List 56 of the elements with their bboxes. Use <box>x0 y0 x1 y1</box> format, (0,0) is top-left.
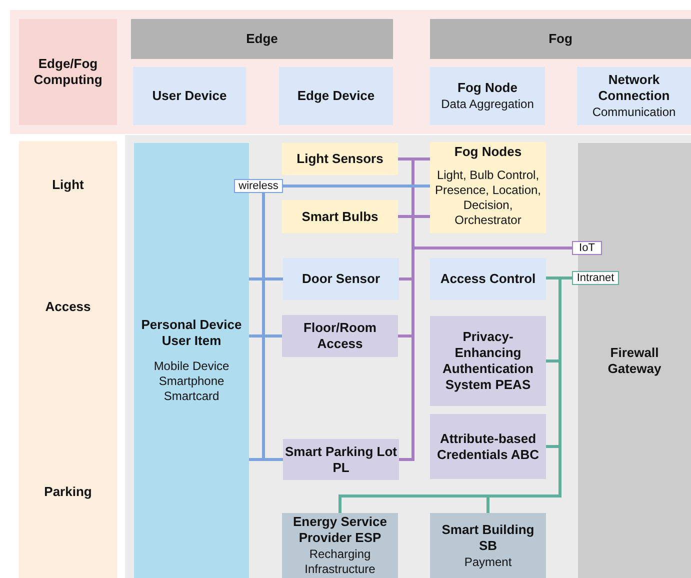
node-title: Edge <box>246 31 278 47</box>
node-title: Fog Nodes <box>453 144 523 160</box>
network-label: wireless <box>238 180 278 192</box>
device-box <box>282 143 398 175</box>
header-box <box>577 67 691 125</box>
network-label: IoT <box>579 242 595 254</box>
node-title: Smart Building SB <box>440 522 536 554</box>
connector-line <box>399 246 572 461</box>
node-title: Smart Parking Lot PL <box>284 444 398 476</box>
network-tag <box>572 241 602 255</box>
device-box <box>283 258 399 300</box>
node-title: Privacy-Enhancing Authentication System PEAS <box>442 329 534 393</box>
node-title: Energy Service Provider ESP <box>292 514 388 546</box>
gateway-column <box>578 143 691 578</box>
row-label: Access <box>44 299 92 315</box>
node-title: Edge/Fog Computing <box>32 56 104 88</box>
node-title: Personal Device User Item <box>140 317 243 349</box>
service-box <box>282 513 398 578</box>
row-label: Light <box>51 177 85 193</box>
device-box <box>282 315 398 357</box>
node-title: Access Control <box>440 271 536 287</box>
node-title: Floor/Room Access <box>302 320 378 352</box>
node-subtitle: Mobile Device Smartphone Smartcard <box>152 359 230 404</box>
node-title: Fog Node <box>458 80 518 96</box>
service-box <box>430 316 546 406</box>
node-subtitle: Payment <box>463 554 513 570</box>
node-title: Firewall Gateway <box>606 344 662 376</box>
connector-line <box>486 276 572 513</box>
device-box <box>282 200 398 233</box>
node-title: Fog <box>548 31 572 47</box>
service-box <box>430 414 546 479</box>
network-tag <box>234 179 283 193</box>
node-title: Smart Bulbs <box>302 208 378 224</box>
node-title: User Device <box>152 88 227 104</box>
node-title: Light Sensors <box>296 151 384 167</box>
header-box <box>430 67 545 125</box>
node-subtitle: Communication <box>591 105 677 120</box>
node-subtitle: Recharging Infrastructure <box>304 547 376 577</box>
fog-node-box <box>430 142 546 233</box>
row-header-band <box>19 141 117 578</box>
node-subtitle: Data Aggregation <box>441 97 534 112</box>
header-box <box>279 67 393 125</box>
network-label: Intranet <box>576 272 614 284</box>
header-box <box>133 67 246 125</box>
row-label: Parking <box>43 484 93 500</box>
network-tag <box>572 271 619 285</box>
node-title: Door Sensor <box>302 271 380 287</box>
node-title: Attribute-based Credentials ABC <box>436 430 540 462</box>
node-title: Edge Device <box>297 88 375 104</box>
node-title: Network Connection <box>597 72 671 104</box>
header-bar <box>430 19 691 59</box>
service-box <box>430 258 546 300</box>
connector-line <box>283 184 430 188</box>
service-box <box>430 513 546 578</box>
node-subtitle: Light, Bulb Control, Presence, Location, Decision, Orchestrator <box>434 168 542 228</box>
header-bar <box>131 19 393 59</box>
